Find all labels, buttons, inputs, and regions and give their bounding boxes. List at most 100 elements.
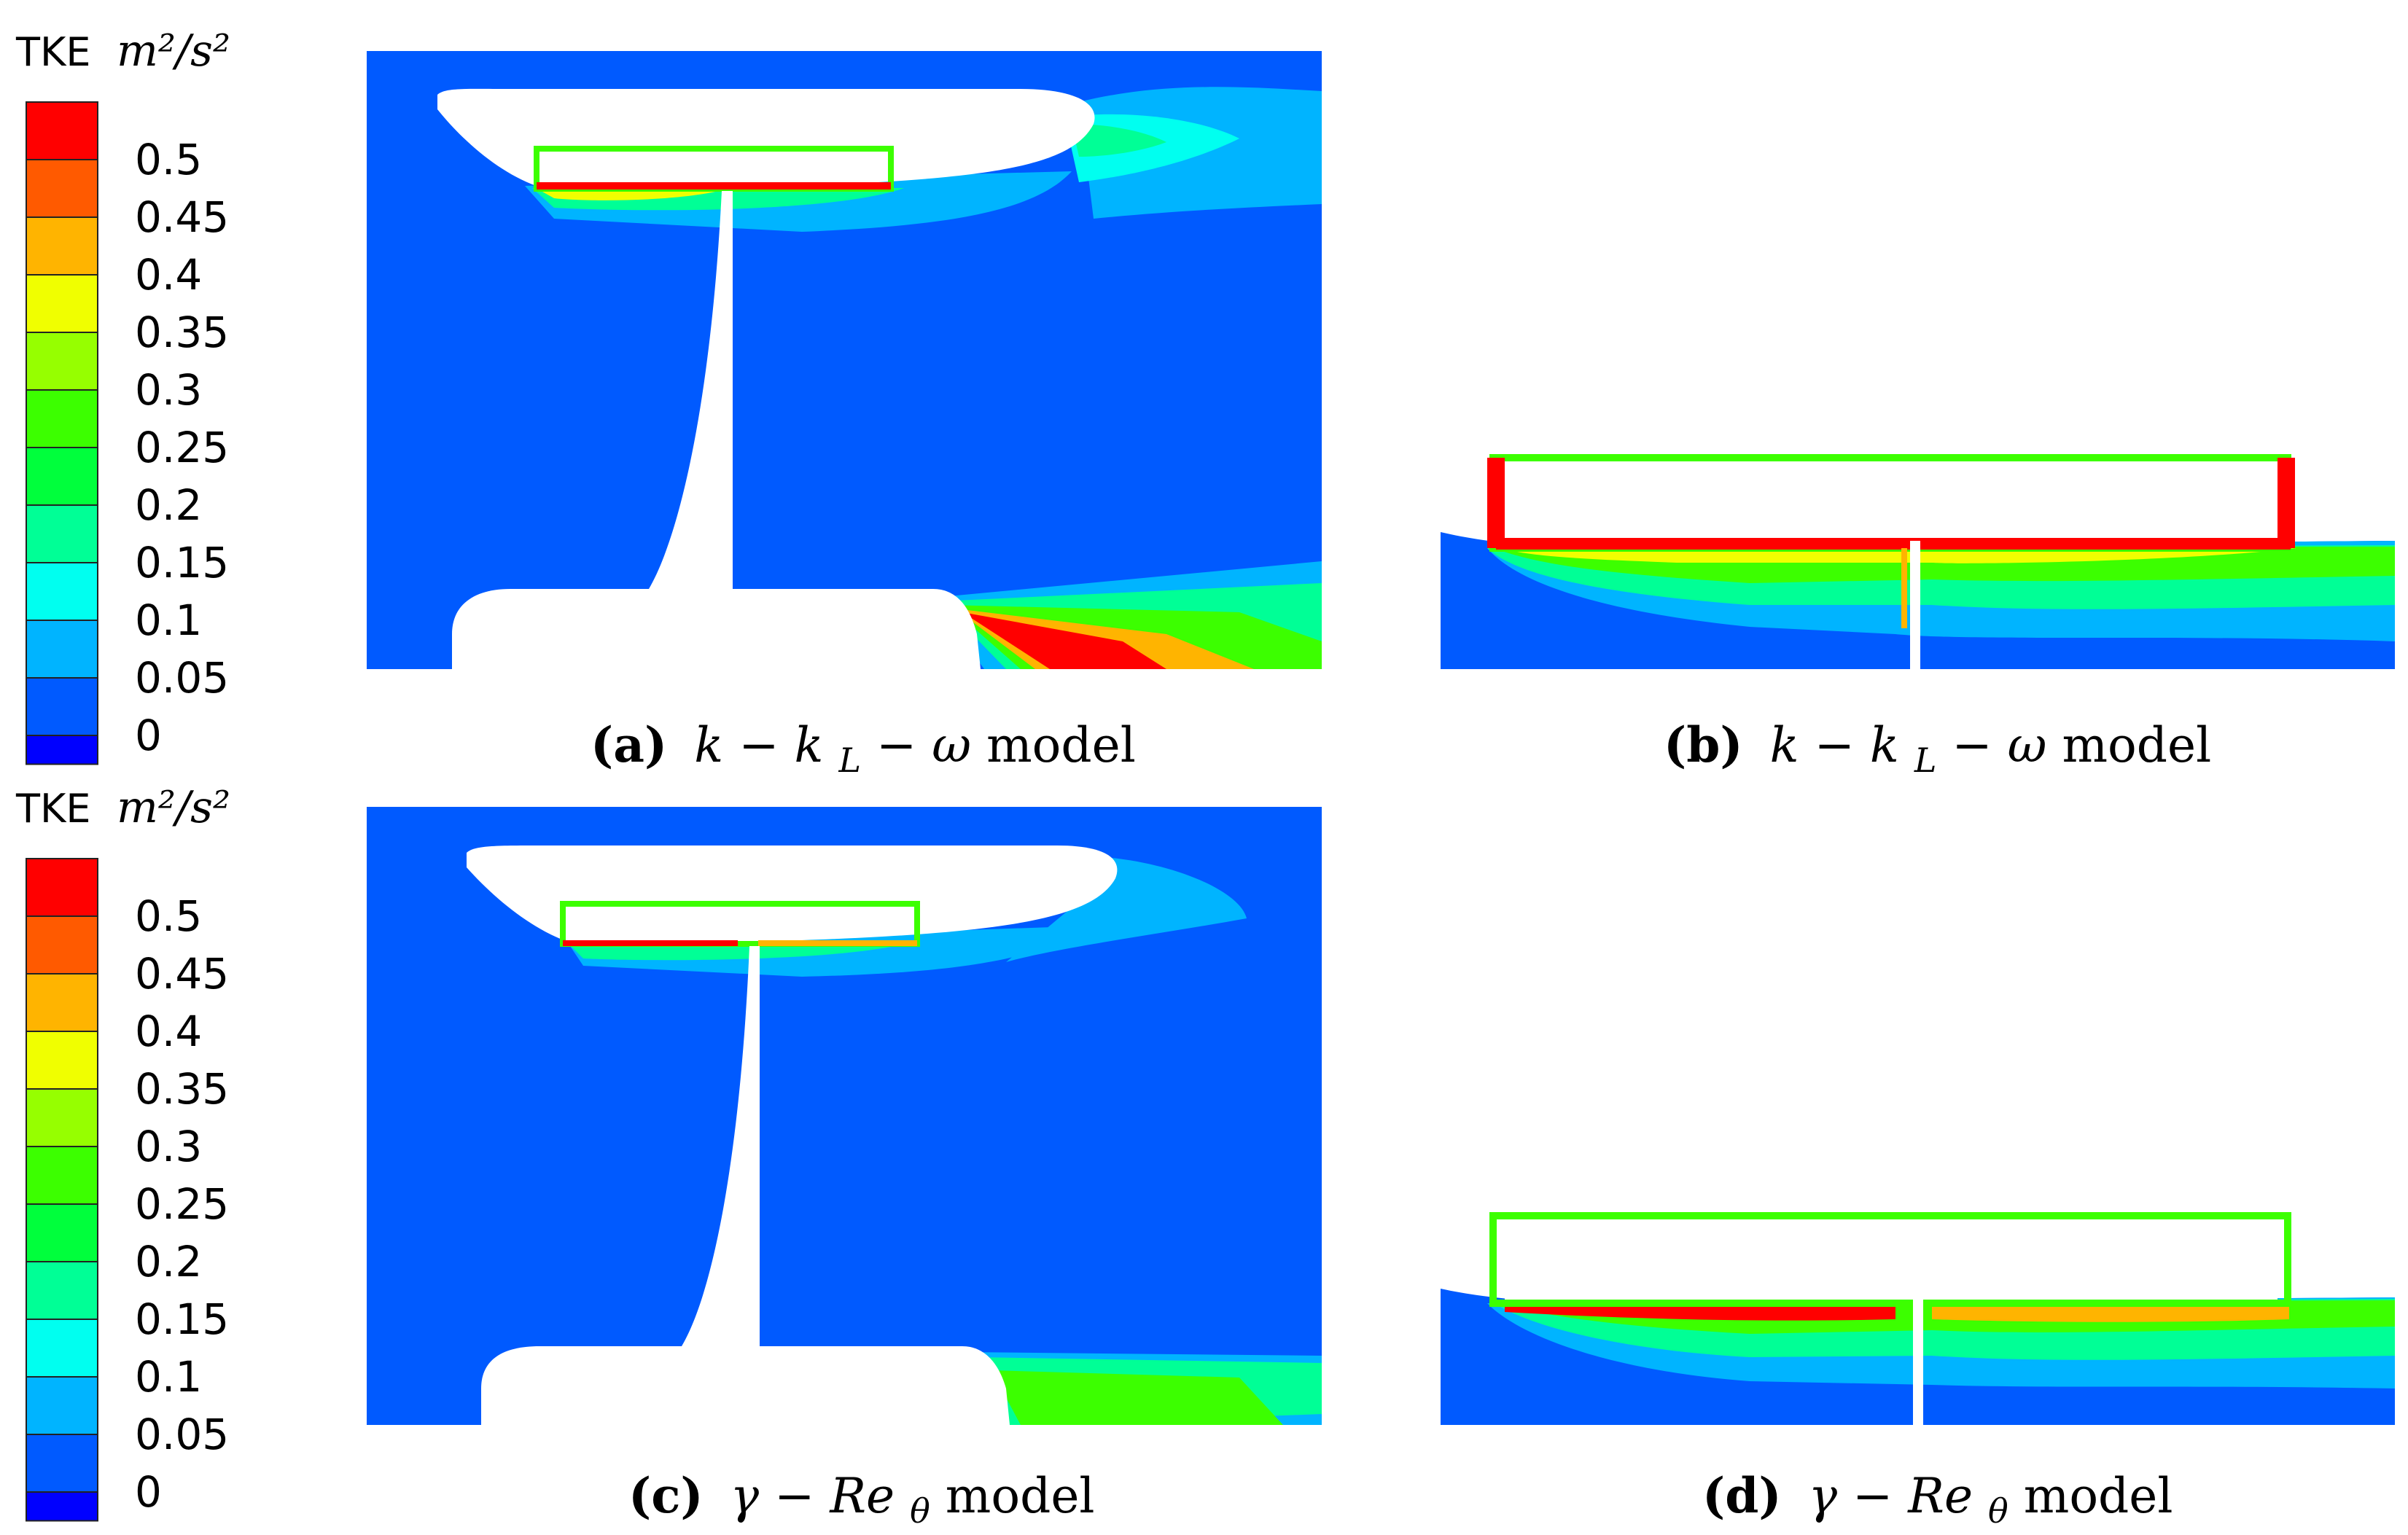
- boundary-layer: [1932, 1303, 2289, 1322]
- colorbar-swatch: [26, 1203, 98, 1262]
- caption-model: k − k: [1770, 717, 1899, 773]
- colorbar-tick-label: 0.3: [135, 365, 202, 415]
- colorbar-top: TKE m²/s² 0.50.450.40.350.30.250.20.150.…: [15, 26, 230, 765]
- colorbar-tick-label: 0.4: [135, 250, 202, 300]
- colorbar-tick-label: 0.45: [135, 949, 229, 999]
- caption-rest: model: [2062, 717, 2211, 773]
- colorbar-tick-label: 0.15: [135, 538, 229, 587]
- colorbar-swatch: [26, 101, 98, 160]
- colorbar-tick-label: 0.15: [135, 1294, 229, 1344]
- colorbar-swatch: [26, 1491, 98, 1522]
- colorbar-tick-label: 0: [135, 711, 162, 760]
- colorbar-swatch: [26, 973, 98, 1032]
- lower-body-shape: [481, 1346, 1010, 1425]
- caption-model-sub: θ: [910, 1491, 930, 1531]
- panel-c-contour: [367, 807, 1322, 1425]
- colorbar-swatch: [26, 915, 98, 974]
- caption-c: (c) γ − Re θ model: [628, 1467, 1095, 1534]
- colorbar-swatch: [26, 858, 98, 917]
- colorbar-swatch: [26, 1376, 98, 1435]
- colorbar-tick-label: 0.35: [135, 1064, 229, 1114]
- fin-box-bottom: [1496, 538, 2291, 550]
- colorbar-swatch: [26, 1434, 98, 1493]
- colorbar-tick-label: 0.3: [135, 1122, 202, 1171]
- fin-box-side: [1487, 458, 1505, 548]
- strut-gap: [1910, 541, 1920, 669]
- fin-box-side: [2278, 458, 2295, 548]
- colorbar-label: TKE: [15, 786, 91, 832]
- colorbar-swatches: [26, 101, 98, 765]
- colorbar-bottom: TKE m²/s² 0.50.450.40.350.30.250.20.150.…: [15, 782, 230, 1522]
- colorbar-swatch: [26, 447, 98, 506]
- colorbar-tick-label: 0.1: [135, 595, 202, 645]
- colorbar-swatch: [26, 159, 98, 218]
- colorbar-swatch: [26, 1031, 98, 1090]
- strut-wake: [1901, 548, 1907, 628]
- colorbar-tick-label: 0.1: [135, 1352, 202, 1402]
- colorbar-tick-label: 0.05: [135, 1410, 229, 1459]
- caption-model: k − k: [694, 717, 823, 773]
- hull-shape: [437, 88, 1095, 191]
- panel-b-contour: [1441, 454, 2395, 669]
- caption-label: (c): [628, 1467, 704, 1524]
- colorbar-swatch: [26, 735, 98, 765]
- colorbar-ticks: 0.5 0.45 0.4 0.35 0.3 0.25 0.2 0.15 0.1 0.05 0: [135, 135, 229, 760]
- caption-rest: model: [946, 1468, 1095, 1524]
- caption-model-sub: θ: [1988, 1491, 2008, 1531]
- colorbar-tick-label: 0.4: [135, 1007, 202, 1056]
- colorbar-tick-label: 0.5: [135, 135, 202, 184]
- colorbar-tick-label: 0.5: [135, 891, 202, 941]
- colorbar-tick-label: 0.25: [135, 423, 229, 472]
- colorbar-tick-label: 0.05: [135, 653, 229, 703]
- fin-box-bottom: [537, 182, 891, 190]
- colorbar-swatch: [26, 1261, 98, 1320]
- caption-label: (b): [1664, 716, 1743, 773]
- fin-box-interior: [1505, 1227, 2278, 1300]
- caption-model-sub: L: [1914, 741, 1937, 780]
- colorbar-tick-label: 0.45: [135, 192, 229, 242]
- wake-region: [991, 1370, 1283, 1425]
- colorbar-swatch: [26, 1319, 98, 1378]
- strut-gap: [1913, 1297, 1923, 1425]
- caption-a: (a) k − k L − ω model: [591, 716, 1136, 784]
- colorbar-tick-label: 0: [135, 1467, 162, 1517]
- colorbar-tick-label: 0.2: [135, 1237, 202, 1286]
- panel-a-contour: [367, 51, 1322, 669]
- boundary-layer: [569, 944, 904, 961]
- strut-shape: [649, 191, 733, 589]
- fin-box: [560, 901, 920, 947]
- colorbar-swatch: [26, 1088, 98, 1147]
- colorbar-unit: m²/s²: [117, 782, 230, 833]
- wake-region: [962, 612, 1166, 669]
- fin-box-bottom: [758, 940, 917, 946]
- boundary-layer: [1502, 548, 2296, 563]
- colorbar-tick-label: 0.2: [135, 480, 202, 530]
- caption-model-sub: L: [838, 741, 861, 780]
- caption-model-tail: − ω: [876, 717, 971, 773]
- fin-box-interior: [1505, 469, 2278, 538]
- caption-rest: model: [986, 717, 1136, 773]
- colorbar-swatch: [26, 504, 98, 563]
- colorbar-swatch: [26, 389, 98, 448]
- colorbar-swatches: [26, 858, 98, 1522]
- colorbar-tick-label: 0.35: [135, 308, 229, 357]
- caption-model-tail: − ω: [1952, 717, 2046, 773]
- panel-d-contour: [1441, 1212, 2395, 1425]
- caption-rest: model: [2024, 1468, 2173, 1524]
- colorbar-ticks: 0.50.450.40.350.30.250.20.150.10.050: [135, 891, 229, 1517]
- caption-d: (d) γ − Re θ model: [1702, 1467, 2173, 1534]
- colorbar-swatch: [26, 274, 98, 333]
- caption-label: (d): [1702, 1467, 1782, 1524]
- colorbar-swatch: [26, 620, 98, 679]
- fin-box-bottom: [563, 940, 738, 946]
- fin-box: [1489, 1212, 2291, 1307]
- colorbar-swatch: [26, 1146, 98, 1205]
- colorbar-swatch: [26, 677, 98, 736]
- colorbar-swatch: [26, 216, 98, 276]
- caption-label: (a): [591, 716, 667, 773]
- wake-region: [1072, 124, 1166, 157]
- boundary-layer: [1505, 1303, 1895, 1321]
- hull-shape: [467, 845, 1118, 946]
- colorbar-unit: m²/s²: [117, 26, 230, 77]
